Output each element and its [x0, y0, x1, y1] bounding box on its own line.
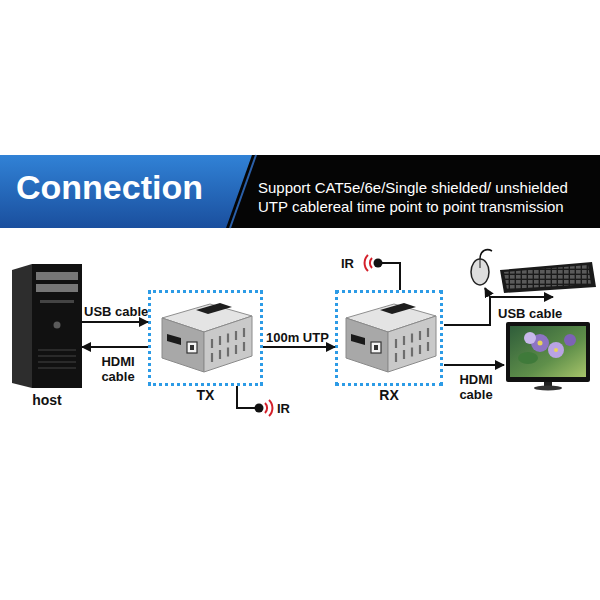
mouse-split [480, 259, 481, 268]
tower-side [12, 264, 32, 388]
flower [524, 332, 536, 344]
mouse-cable [480, 250, 492, 259]
leaf [518, 352, 538, 364]
monitor-screen [510, 326, 586, 377]
monitor-bezel [506, 322, 590, 382]
node-label: RX [318, 387, 460, 403]
receiver-box: RX [335, 290, 443, 386]
cable-arrow [82, 346, 148, 348]
ir-wave [365, 255, 368, 271]
flower-center [554, 348, 558, 352]
rx-ir-emitter [365, 255, 400, 290]
cable-arrow [263, 346, 335, 348]
keyboard-body [500, 262, 596, 293]
drive-bay [36, 284, 78, 292]
ir-label: IR [277, 401, 307, 416]
usb-wire [485, 288, 490, 297]
cable-label: HDMI cable [94, 354, 142, 384]
ir-wave [370, 258, 372, 268]
power-button [54, 322, 61, 329]
ir-wave [269, 400, 272, 416]
tower-vent [38, 350, 76, 368]
banner-blue-panel [0, 155, 252, 228]
mouse-illustration [471, 250, 492, 285]
monitor-base [534, 386, 562, 391]
banner-title: Connection [16, 167, 203, 207]
cable-label: USB cable [498, 306, 578, 321]
rx-device [346, 303, 436, 372]
mouse-body [471, 259, 489, 285]
node-label: host [0, 392, 102, 408]
flower-center [538, 341, 543, 346]
ir-head [374, 259, 383, 268]
drive-bay [36, 272, 78, 280]
keyboard-keys [504, 265, 591, 289]
banner-subtitle: Support CAT5e/6e/Single shielded/ unshie… [258, 178, 592, 216]
cable-label: HDMI cable [452, 372, 500, 402]
node-label: TX [131, 387, 280, 403]
host-computer [12, 264, 82, 388]
keyboard-illustration [500, 262, 596, 293]
ir-head [255, 404, 264, 413]
hdmi-wire [444, 364, 504, 366]
title-banner [0, 155, 600, 228]
monitor-illustration [506, 322, 590, 391]
ir-wire [382, 263, 400, 290]
host-computer-box: host [12, 262, 82, 388]
flower [548, 342, 564, 358]
ir-label: IR [341, 256, 371, 271]
cable-arrow [82, 321, 148, 323]
drive-slot [40, 300, 74, 303]
banner-stripe [230, 155, 256, 228]
transmitter-box: TX [148, 290, 263, 386]
ir-wire [237, 386, 255, 408]
cable-label: 100m UTP [266, 330, 338, 345]
flower [564, 334, 576, 346]
cable-label: USB cable [84, 304, 154, 319]
banner-band [0, 155, 600, 228]
tower-front [32, 264, 82, 388]
tx-device [162, 303, 252, 372]
ir-wave [265, 403, 267, 413]
tx-ir-emitter [237, 386, 272, 416]
